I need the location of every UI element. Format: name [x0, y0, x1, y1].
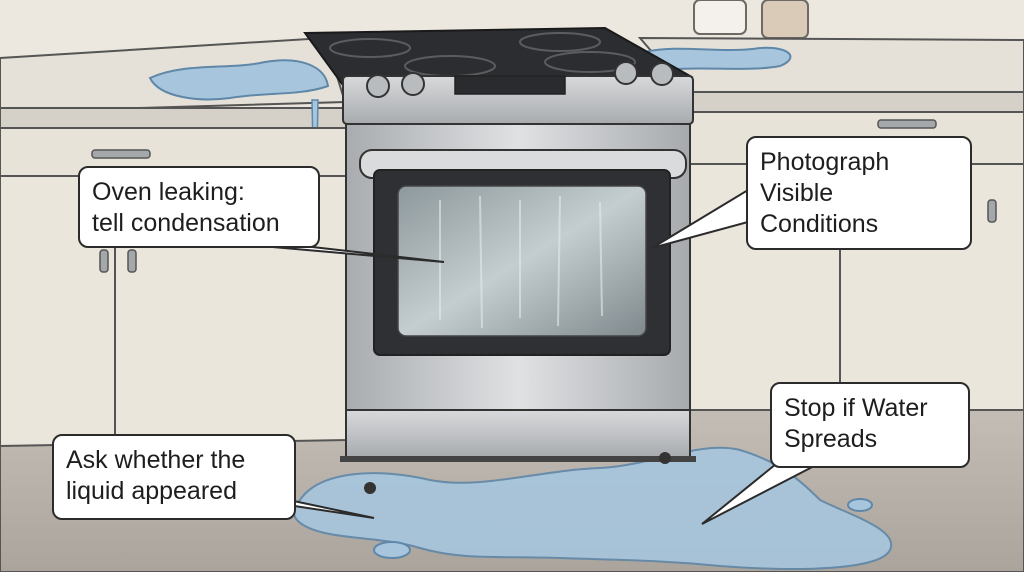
- canister-icon: [693, 0, 809, 39]
- control-display: [454, 75, 566, 95]
- floor-puddle: [292, 446, 893, 570]
- counter-spill: [148, 46, 792, 156]
- callout-stop-if: Stop if Water Spreads: [770, 382, 970, 468]
- condensation-streaks: [439, 195, 603, 329]
- callout-oven-leaking: Oven leaking: tell condensation: [78, 166, 320, 248]
- oven-drawer: [345, 409, 691, 459]
- range: [303, 26, 696, 494]
- floor-droplet: [373, 541, 411, 559]
- callout-photograph: Photograph Visible Conditions: [746, 136, 972, 250]
- oven-window: [397, 185, 647, 337]
- knob-icon: [366, 61, 674, 98]
- floor-droplet: [847, 498, 873, 512]
- callout-ask-whether: Ask whether the liquid appeared: [52, 434, 296, 520]
